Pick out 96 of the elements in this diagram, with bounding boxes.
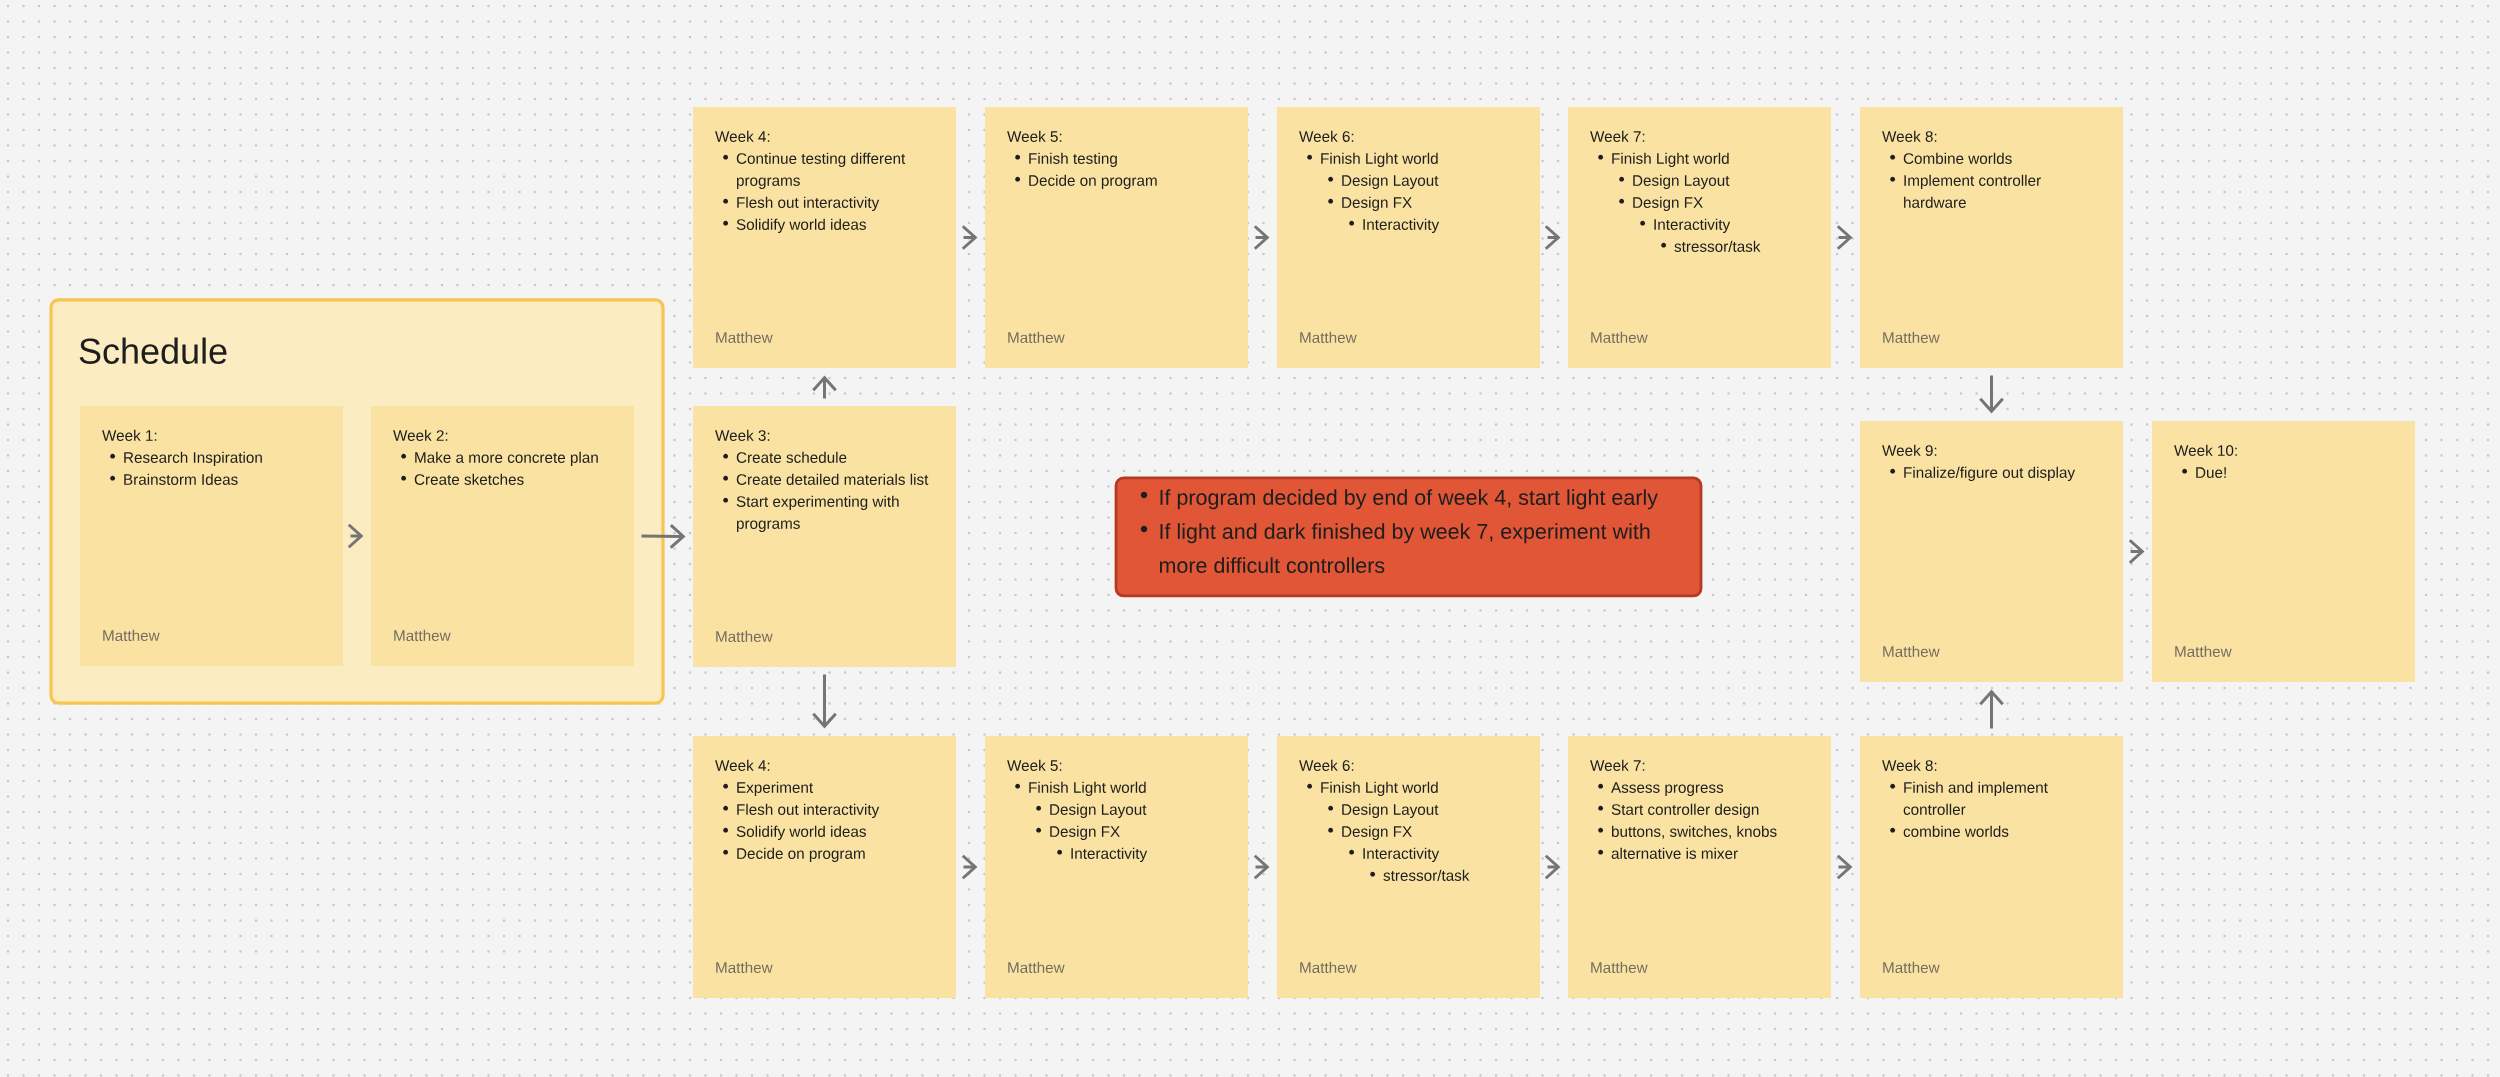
- bullet-item: Finish testing: [1015, 152, 1117, 167]
- author-name: Matthew: [1883, 645, 1940, 657]
- note-heading: Week 7:: [1590, 130, 1645, 142]
- bullet-item: Design Layout: [1619, 174, 1730, 189]
- bullet-item: Experiment: [723, 781, 813, 796]
- bullet-item: Continue testing different programs: [723, 152, 906, 189]
- bullet-item: Interactivity: [1349, 218, 1440, 233]
- bullet-item: Finalize/figure out display: [1890, 466, 2076, 481]
- note-heading: Week 10:: [2174, 444, 2237, 456]
- note-heading: Week 6:: [1299, 759, 1354, 771]
- bullet-item: Brainstorm Ideas: [110, 473, 238, 485]
- bullet-item: Design FX: [1328, 825, 1412, 840]
- bullet-item: If light and dark finished by week 7, experiment with more difficult controllers: [1140, 523, 1650, 573]
- sticky-note: [371, 406, 634, 666]
- sticky-note: [1568, 107, 1831, 368]
- bullet-item: stressor/task: [1370, 869, 1470, 881]
- sticky-note: [985, 107, 1248, 368]
- bullet-item: Assess progress: [1598, 782, 1724, 796]
- author-name: Matthew: [1883, 331, 1940, 343]
- note-heading: Week 2:: [393, 429, 448, 441]
- bullet-item: buttons, switches, knobs: [1598, 825, 1777, 839]
- bullet-item: Make a more concrete plan: [401, 451, 598, 466]
- bullet-item: alternative is mixer: [1598, 847, 1738, 859]
- bullet-item: Interactivity: [1349, 847, 1440, 862]
- bullet-item: Finish Light world: [1307, 152, 1438, 167]
- note-heading: Week 3:: [715, 429, 770, 441]
- bullet-item: Implement controller hardware: [1890, 174, 2041, 208]
- bullet-item: Design Layout: [1328, 174, 1439, 189]
- bullet-item: Finish Light world: [1015, 781, 1146, 796]
- bullet-item: Interactivity: [1640, 218, 1731, 233]
- sticky-note: [1860, 107, 2124, 368]
- note-heading: Week 4:: [715, 130, 770, 142]
- bullet-item: Design FX: [1619, 196, 1703, 211]
- bullet-item: Decide on program: [1015, 174, 1157, 189]
- bullet-item: Research Inspiration: [110, 451, 262, 466]
- author-name: Matthew: [716, 331, 773, 343]
- note-heading: Week 7:: [1590, 759, 1645, 771]
- arrow: [1979, 689, 2004, 729]
- bullet-item: Combine worlds: [1890, 152, 2012, 164]
- bullet-item: Design FX: [1328, 196, 1412, 211]
- frame-title: Schedule: [79, 337, 227, 364]
- note-heading: Week 9:: [1882, 444, 1937, 456]
- sticky-note: [80, 406, 343, 666]
- sticky-note: [985, 736, 1248, 998]
- bullet-item: Design FX: [1036, 825, 1120, 840]
- bullet-item: Finish Light world: [1307, 781, 1438, 796]
- bullet-item: Finish Light world: [1598, 152, 1729, 167]
- sticky-note: [693, 406, 956, 667]
- note-heading: Week 5:: [1007, 759, 1062, 771]
- sticky-note: [1277, 736, 1540, 998]
- author-name: Matthew: [1300, 961, 1357, 973]
- bullet-item: Decide on program: [723, 847, 865, 862]
- arrow: [812, 674, 837, 729]
- sticky-note: [2152, 421, 2416, 682]
- bullet-item: If program decided by end of week 4, start light early: [1140, 489, 1658, 510]
- author-name: Matthew: [1008, 331, 1065, 343]
- bullet-item: Design Layout: [1328, 803, 1439, 818]
- bullet-item: Solidify world ideas: [723, 825, 866, 840]
- note-heading: Week 8:: [1882, 130, 1937, 142]
- bullet-item: Flesh out interactivity: [723, 803, 880, 818]
- arrow: [641, 523, 686, 549]
- author-name: Matthew: [394, 629, 451, 641]
- bullet-item: Create detailed materials list: [723, 473, 929, 485]
- sticky-note: [693, 736, 956, 998]
- sticky-note: [1277, 107, 1540, 368]
- arrow: [1979, 375, 2004, 414]
- author-name: Matthew: [716, 630, 773, 642]
- author-name: Matthew: [1591, 961, 1648, 973]
- warning-note: [1114, 476, 1703, 598]
- sticky-note: [1860, 421, 2124, 682]
- note-heading: Week 8:: [1882, 759, 1937, 771]
- sticky-note: [693, 107, 956, 368]
- bullet-item: Create sketches: [401, 473, 524, 485]
- author-name: Matthew: [2175, 645, 2232, 657]
- bullet-item: Flesh out interactivity: [723, 196, 880, 211]
- author-name: Matthew: [716, 961, 773, 973]
- bullet-item: Interactivity: [1057, 847, 1148, 862]
- author-name: Matthew: [1300, 331, 1357, 343]
- author-name: Matthew: [103, 629, 160, 641]
- bullet-item: Due!: [2182, 467, 2226, 478]
- note-heading: Week 1:: [102, 429, 157, 441]
- bullet-item: stressor/task: [1661, 240, 1761, 252]
- sticky-note: [1568, 736, 1831, 998]
- author-name: Matthew: [1008, 961, 1065, 973]
- bullet-item: Create schedule: [723, 451, 847, 463]
- note-heading: Week 6:: [1299, 130, 1354, 142]
- bullet-item: Solidify world ideas: [723, 218, 866, 233]
- bullet-item: Design Layout: [1036, 803, 1147, 818]
- note-heading: Week 5:: [1007, 130, 1062, 142]
- bullet-item: combine worlds: [1890, 825, 2009, 837]
- sticky-note: [1860, 736, 2124, 998]
- bullet-item: Start controller design: [1598, 803, 1759, 818]
- author-name: Matthew: [1883, 961, 1940, 973]
- author-name: Matthew: [1591, 331, 1648, 343]
- note-heading: Week 4:: [715, 759, 770, 771]
- bullet-item: Start experimenting with programs: [723, 495, 899, 532]
